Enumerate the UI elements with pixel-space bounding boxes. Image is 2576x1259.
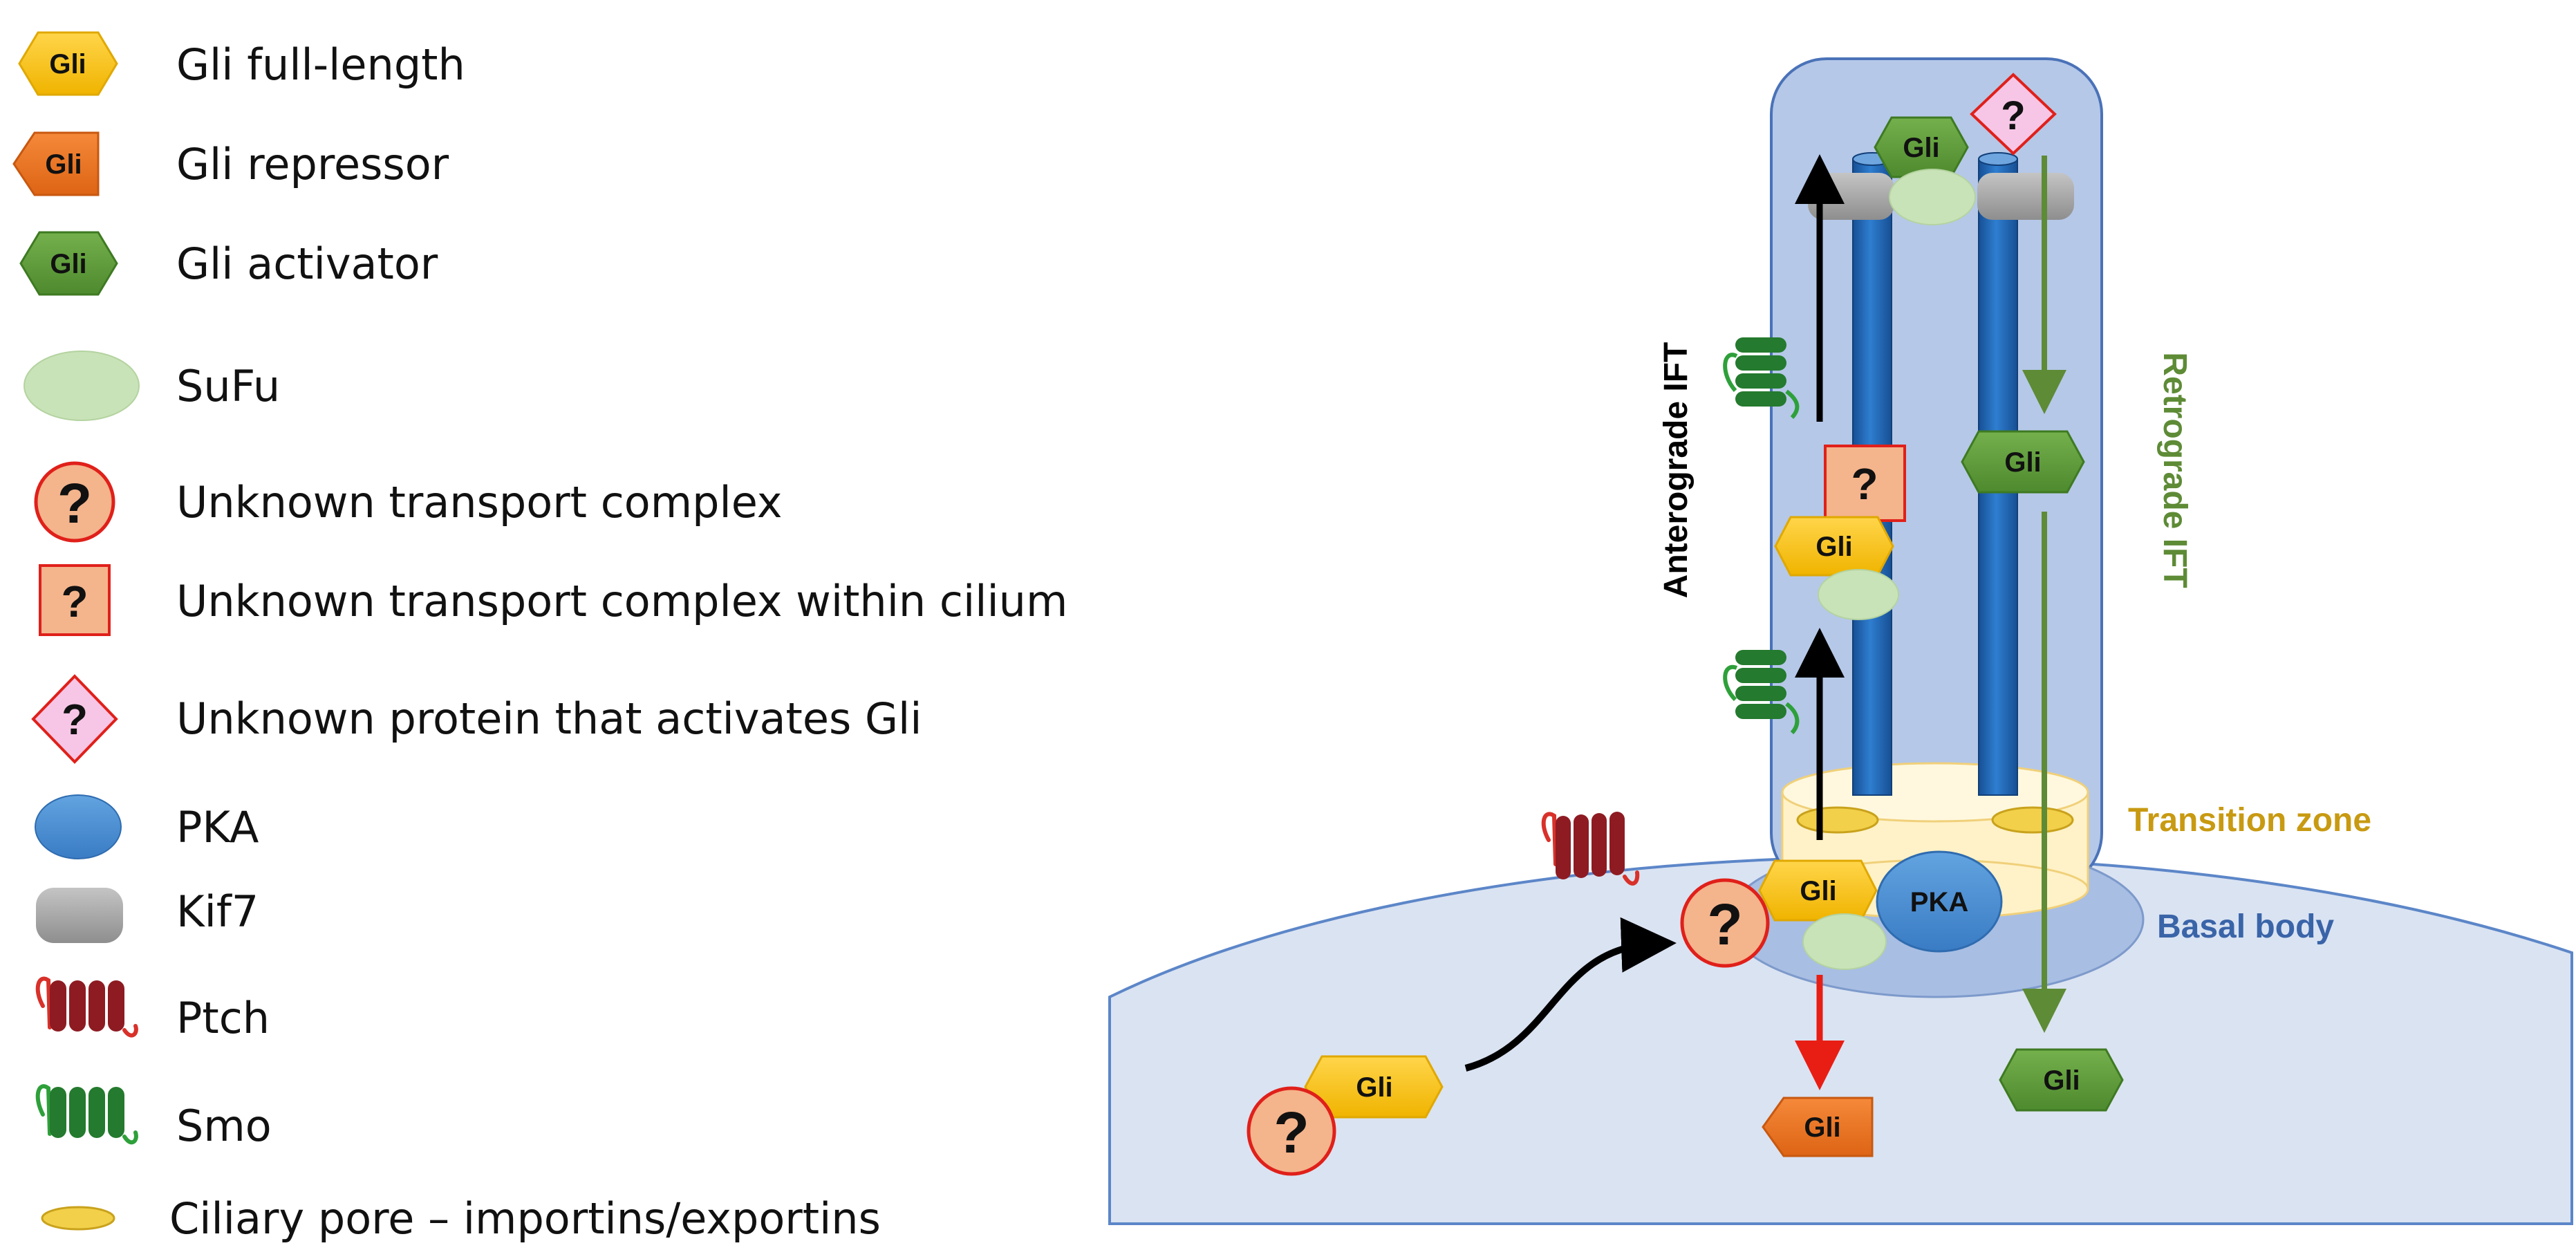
legend-item-ciliary-pore: Ciliary pore – importins/exportins	[41, 1193, 881, 1244]
unknown-transport-complex-basal: ?	[1680, 878, 1770, 968]
legend-gli-text: Gli	[50, 249, 86, 279]
question-mark: ?	[1851, 459, 1878, 509]
unknown-transport-complex-icon: ?	[34, 461, 115, 543]
gli-repressor-icon: Gli	[12, 131, 100, 196]
ciliary-pore-icon	[41, 1206, 115, 1231]
pka-icon	[35, 794, 122, 859]
legend-item-gli-full-length: Gli Gli full-length	[18, 31, 465, 96]
pka-basal: PKA	[1876, 850, 2003, 953]
gli-label: Gli	[2004, 447, 2041, 478]
legend-label-ciliary-pore: Ciliary pore – importins/exportins	[169, 1193, 881, 1244]
legend-label-pka: PKA	[176, 802, 259, 852]
basal-body-label: Basal body	[2157, 908, 2334, 945]
anterograde-ift-label: Anterograde IFT	[1658, 342, 1695, 599]
legend-item-unknown-transport-complex-cilium: ? Unknown transport complex within ciliu…	[39, 564, 1067, 636]
kif7-icon	[36, 888, 123, 943]
gli-repressor-cytoplasm: Gli	[1762, 1097, 1874, 1157]
legend-label-gli-full-length: Gli full-length	[176, 39, 465, 90]
gli-activator-icon: Gli	[19, 231, 118, 296]
unknown-transport-complex-cilium-icon: ?	[39, 564, 111, 636]
legend-label-unknown-activating-protein: Unknown protein that activates Gli	[176, 693, 922, 744]
kif7-tip-right	[1977, 173, 2074, 220]
gli-full-length-icon: Gli	[18, 31, 118, 96]
ptch-membrane	[1541, 812, 1640, 886]
ciliary-pore	[1991, 806, 2074, 834]
gli-label: Gli	[1804, 1112, 1840, 1143]
legend-label-unknown-transport-complex-cilium: Unknown transport complex within cilium	[176, 576, 1067, 626]
question-mark: ?	[1707, 892, 1742, 957]
legend-item-smo: Smo	[35, 1084, 272, 1151]
legend-item-ptch: Ptch	[35, 976, 270, 1043]
gli-activator-retrograde: Gli	[1961, 430, 2085, 494]
legend: Gli Gli full-length Gli Gli repressor Gl…	[12, 31, 1067, 1244]
unknown-activating-protein-tip: ?	[1970, 73, 2057, 156]
gli-label: Gli	[1816, 532, 1852, 562]
pka-label: PKA	[1910, 887, 1968, 917]
legend-label-ptch: Ptch	[176, 993, 270, 1043]
question-mark: ?	[62, 696, 88, 744]
gli-label: Gli	[1903, 133, 1939, 163]
unknown-activating-protein-icon: ?	[31, 674, 118, 764]
question-mark: ?	[57, 472, 92, 535]
legend-item-kif7: Kif7	[36, 886, 259, 943]
ciliary-pore	[1796, 806, 1879, 834]
cell-diagram: Gli ? Gli ? Gli	[1108, 57, 2573, 1225]
legend-item-gli-activator: Gli Gli activator	[19, 231, 438, 296]
legend-label-gli-activator: Gli activator	[176, 239, 438, 289]
legend-item-unknown-activating-protein: ? Unknown protein that activates Gli	[31, 674, 922, 764]
smo-lower	[1723, 650, 1800, 735]
smo-upper	[1723, 337, 1800, 420]
question-mark: ?	[1273, 1100, 1309, 1165]
question-mark: ?	[2001, 93, 2025, 138]
sufu-icon	[24, 351, 140, 421]
legend-label-unknown-transport-complex: Unknown transport complex	[176, 477, 782, 528]
unknown-transport-complex-cytoplasm: ?	[1247, 1086, 1336, 1176]
legend-item-sufu: SuFu	[24, 351, 280, 421]
legend-item-gli-repressor: Gli Gli repressor	[12, 131, 449, 196]
legend-gli-text: Gli	[45, 149, 82, 180]
gli-label: Gli	[1356, 1072, 1392, 1103]
gli-full-length-cilium: Gli	[1774, 516, 1894, 577]
unknown-transport-complex-cilium: ?	[1824, 445, 1906, 522]
ptch-icon	[35, 976, 138, 1038]
sufu-basal	[1802, 913, 1887, 970]
gli-label: Gli	[1800, 876, 1836, 906]
sufu-cilium	[1818, 569, 1899, 620]
legend-gli-text: Gli	[49, 49, 86, 80]
gli-activator-tip: Gli	[1874, 116, 1969, 178]
legend-item-unknown-transport-complex: ? Unknown transport complex	[34, 461, 782, 543]
legend-label-smo: Smo	[176, 1101, 272, 1151]
legend-item-pka: PKA	[35, 794, 259, 859]
gli-full-length-basal: Gli	[1758, 859, 1878, 922]
sufu-tip	[1889, 169, 1976, 225]
gli-label: Gli	[2043, 1065, 2080, 1096]
import-arrow	[1464, 917, 1677, 1072]
legend-label-kif7: Kif7	[176, 886, 259, 937]
retrograde-ift-label: Retrograde IFT	[2156, 352, 2193, 588]
smo-icon	[35, 1084, 138, 1145]
legend-label-gli-repressor: Gli repressor	[176, 139, 449, 189]
transition-zone-label: Transition zone	[2128, 802, 2371, 839]
question-mark: ?	[61, 577, 88, 626]
gli-activator-cytoplasm: Gli	[1999, 1048, 2124, 1112]
legend-label-sufu: SuFu	[176, 361, 280, 411]
